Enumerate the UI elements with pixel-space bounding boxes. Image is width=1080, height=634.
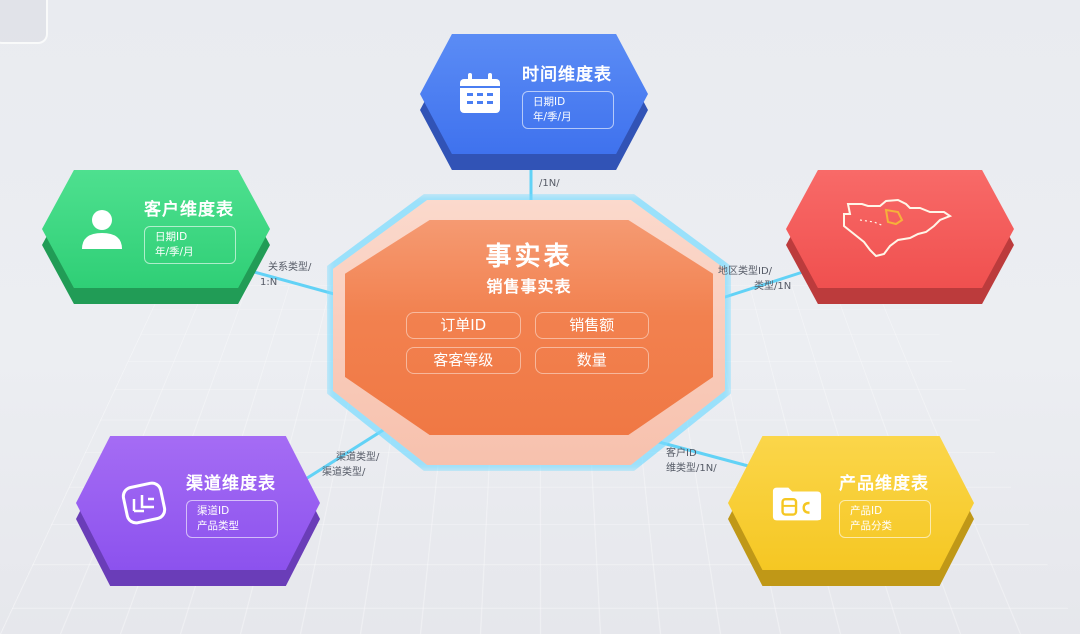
channel-dimension-fields: 渠道ID 产品类型 — [186, 499, 278, 538]
user-icon — [76, 203, 128, 255]
customer-dimension-title: 客户维度表 — [144, 199, 234, 220]
product-folder-icon — [771, 477, 823, 529]
time-dimension-fields: 日期ID 年/季/月 — [522, 90, 614, 129]
region-dimension-node[interactable] — [786, 170, 1014, 304]
region-relation-label: 地区类型ID/ 类型/1N — [718, 266, 792, 292]
product-relation-label: 客户ID 维类型/1N/ — [666, 448, 717, 474]
fact-table-subtitle: 销售事实表 — [486, 277, 572, 296]
fact-field-order-id: 订单ID — [406, 312, 521, 339]
channel-relation-label: 渠道类型/ 渠道类型/ — [322, 452, 380, 478]
product-dimension-fields: 产品ID 产品分类 — [839, 499, 931, 538]
fact-field-sales-amount: 销售额 — [534, 312, 649, 339]
customer-relation-label: 关系类型/ 1:N — [260, 262, 312, 288]
channel-icon — [118, 477, 170, 529]
time-relation-label: /1N/ — [539, 178, 560, 189]
calendar-icon — [454, 68, 506, 120]
customer-dimension-node[interactable]: 客户维度表 日期ID 年/季/月 — [42, 170, 270, 304]
time-dimension-title: 时间维度表 — [522, 64, 612, 85]
time-dimension-node[interactable]: 时间维度表 日期ID 年/季/月 — [420, 34, 648, 170]
fact-table-fields: 订单ID 销售额 客客等级 数量 — [406, 312, 649, 374]
channel-dimension-title: 渠道维度表 — [186, 473, 276, 494]
fact-field-customer-level: 客客等级 — [406, 347, 521, 374]
map-icon — [840, 198, 960, 258]
fact-field-quantity: 数量 — [534, 347, 649, 374]
link-channel — [291, 425, 390, 489]
fact-table-title: 事实表 — [485, 242, 573, 272]
product-dimension-node[interactable]: 产品维度表 产品ID 产品分类 — [728, 436, 974, 586]
corner-card — [0, 0, 48, 44]
customer-dimension-fields: 日期ID 年/季/月 — [144, 225, 236, 264]
link-region — [720, 269, 808, 300]
product-dimension-title: 产品维度表 — [839, 473, 929, 494]
channel-dimension-node[interactable]: 渠道维度表 渠道ID 产品类型 — [76, 436, 320, 586]
fact-table-node[interactable]: 事实表 销售事实表 订单ID 销售额 客客等级 数量 — [327, 194, 731, 471]
